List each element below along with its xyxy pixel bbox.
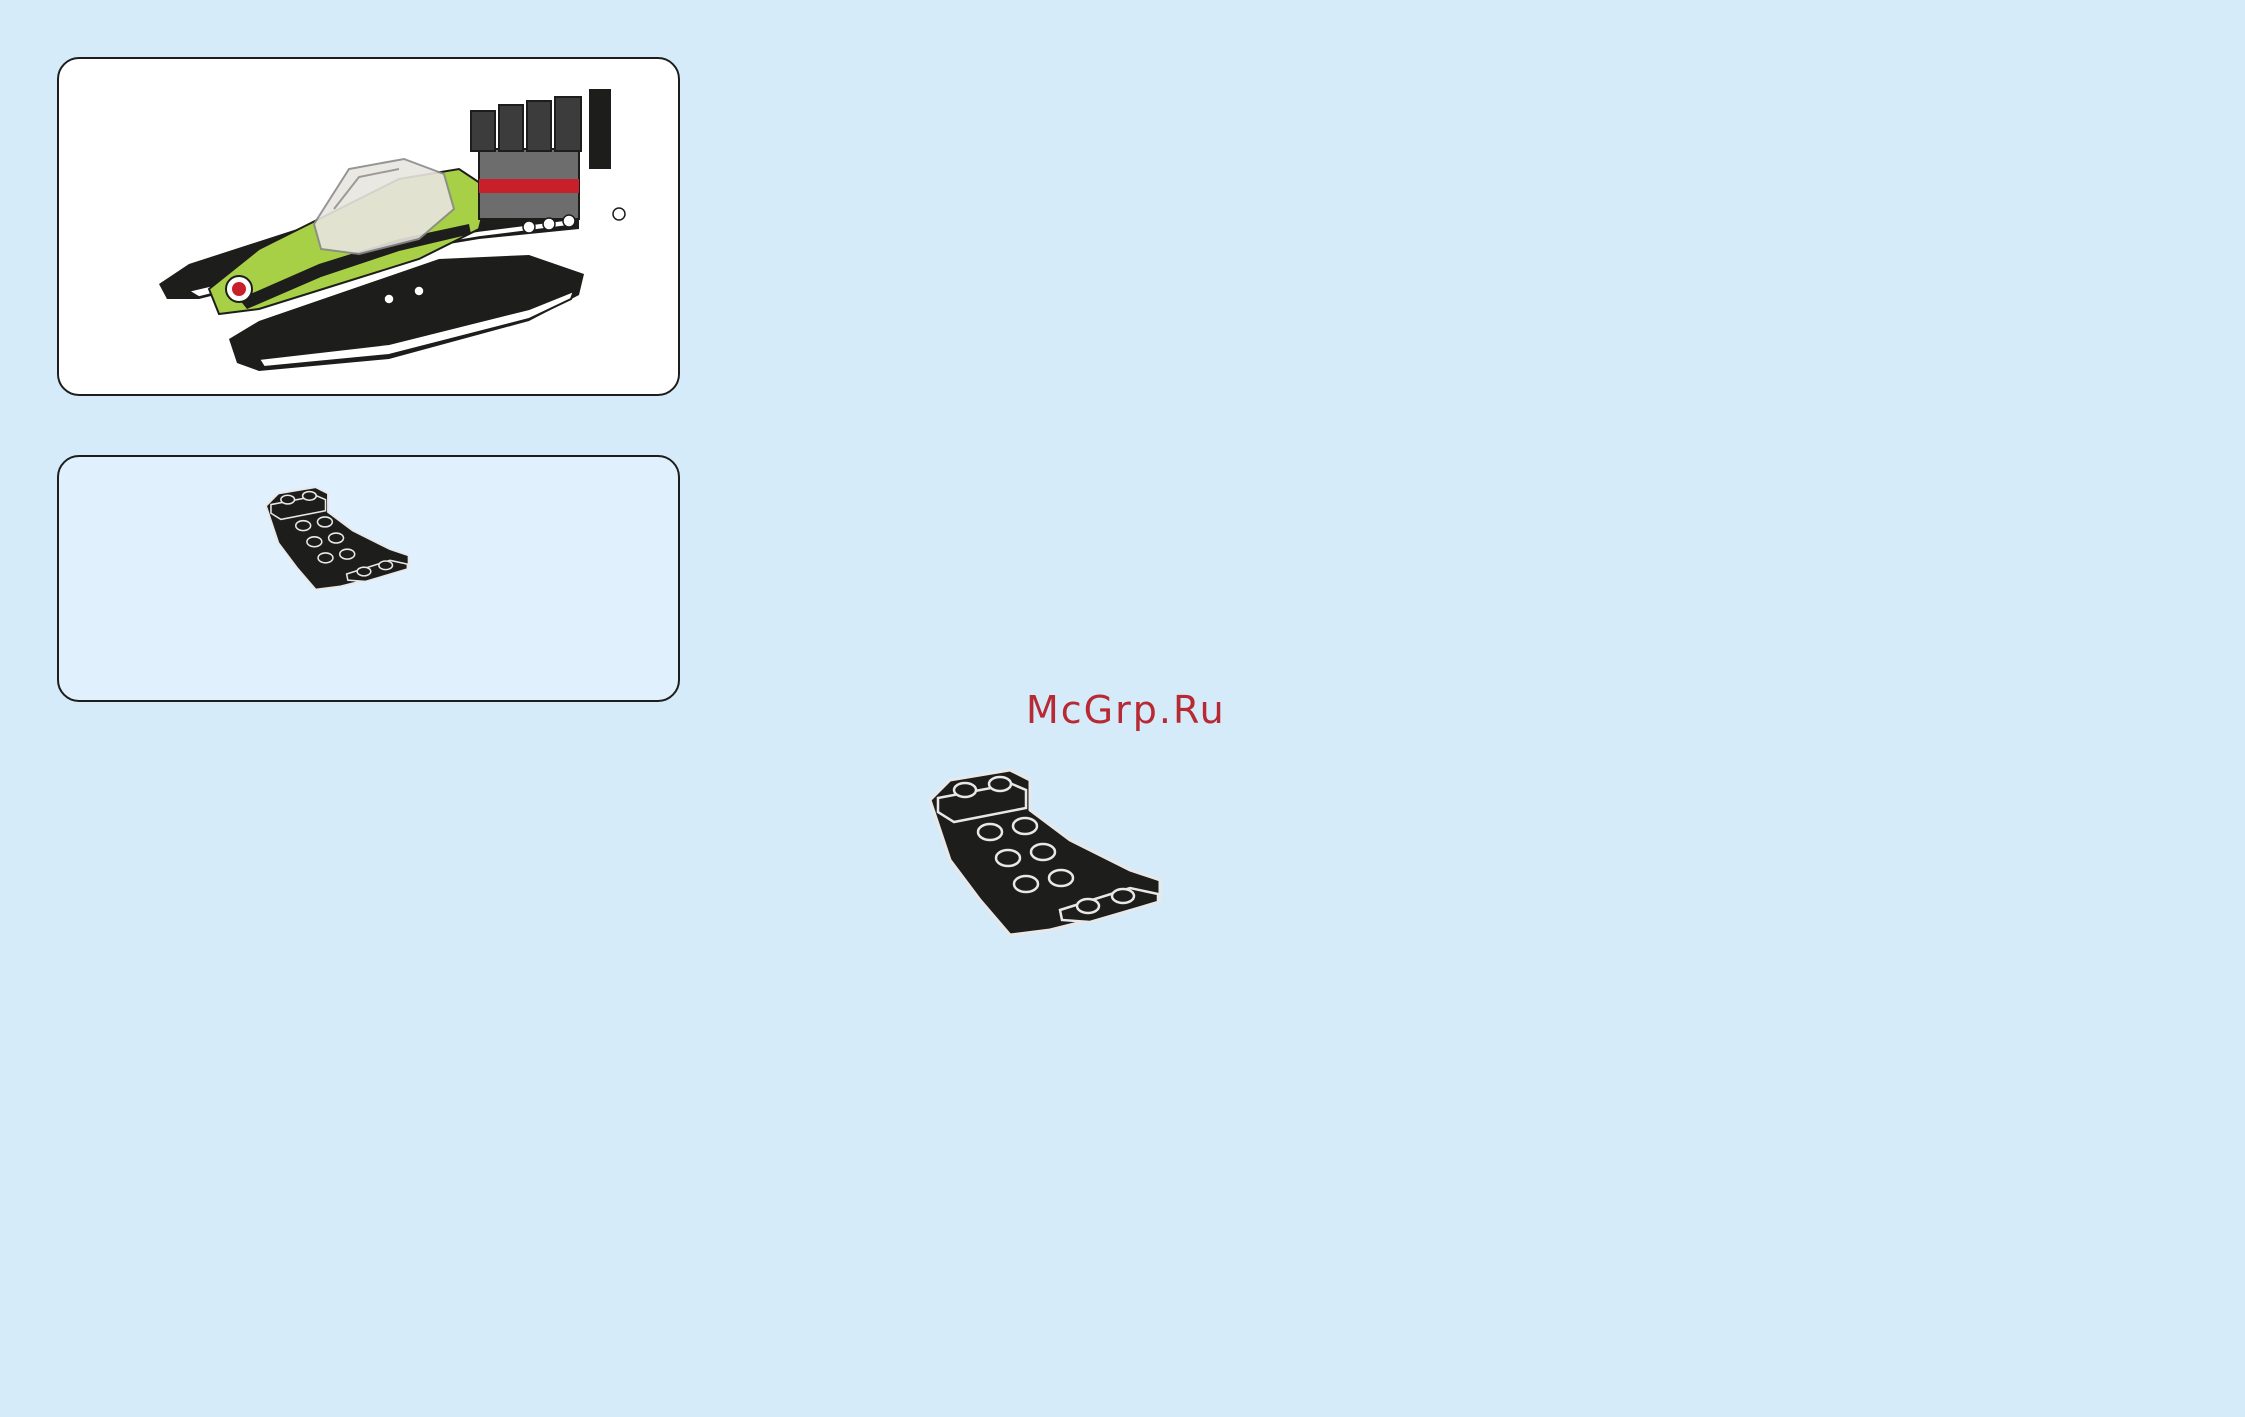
black-inverted-slope-brick-image xyxy=(59,457,680,702)
black-inverted-slope-brick-image xyxy=(900,740,1300,1040)
parts-list-panel xyxy=(57,455,680,702)
model-preview-panel xyxy=(57,57,680,396)
race-boat-model-image xyxy=(59,59,680,396)
build-step-area xyxy=(900,740,1300,1040)
watermark-text: McGrp.Ru xyxy=(1026,688,1226,732)
